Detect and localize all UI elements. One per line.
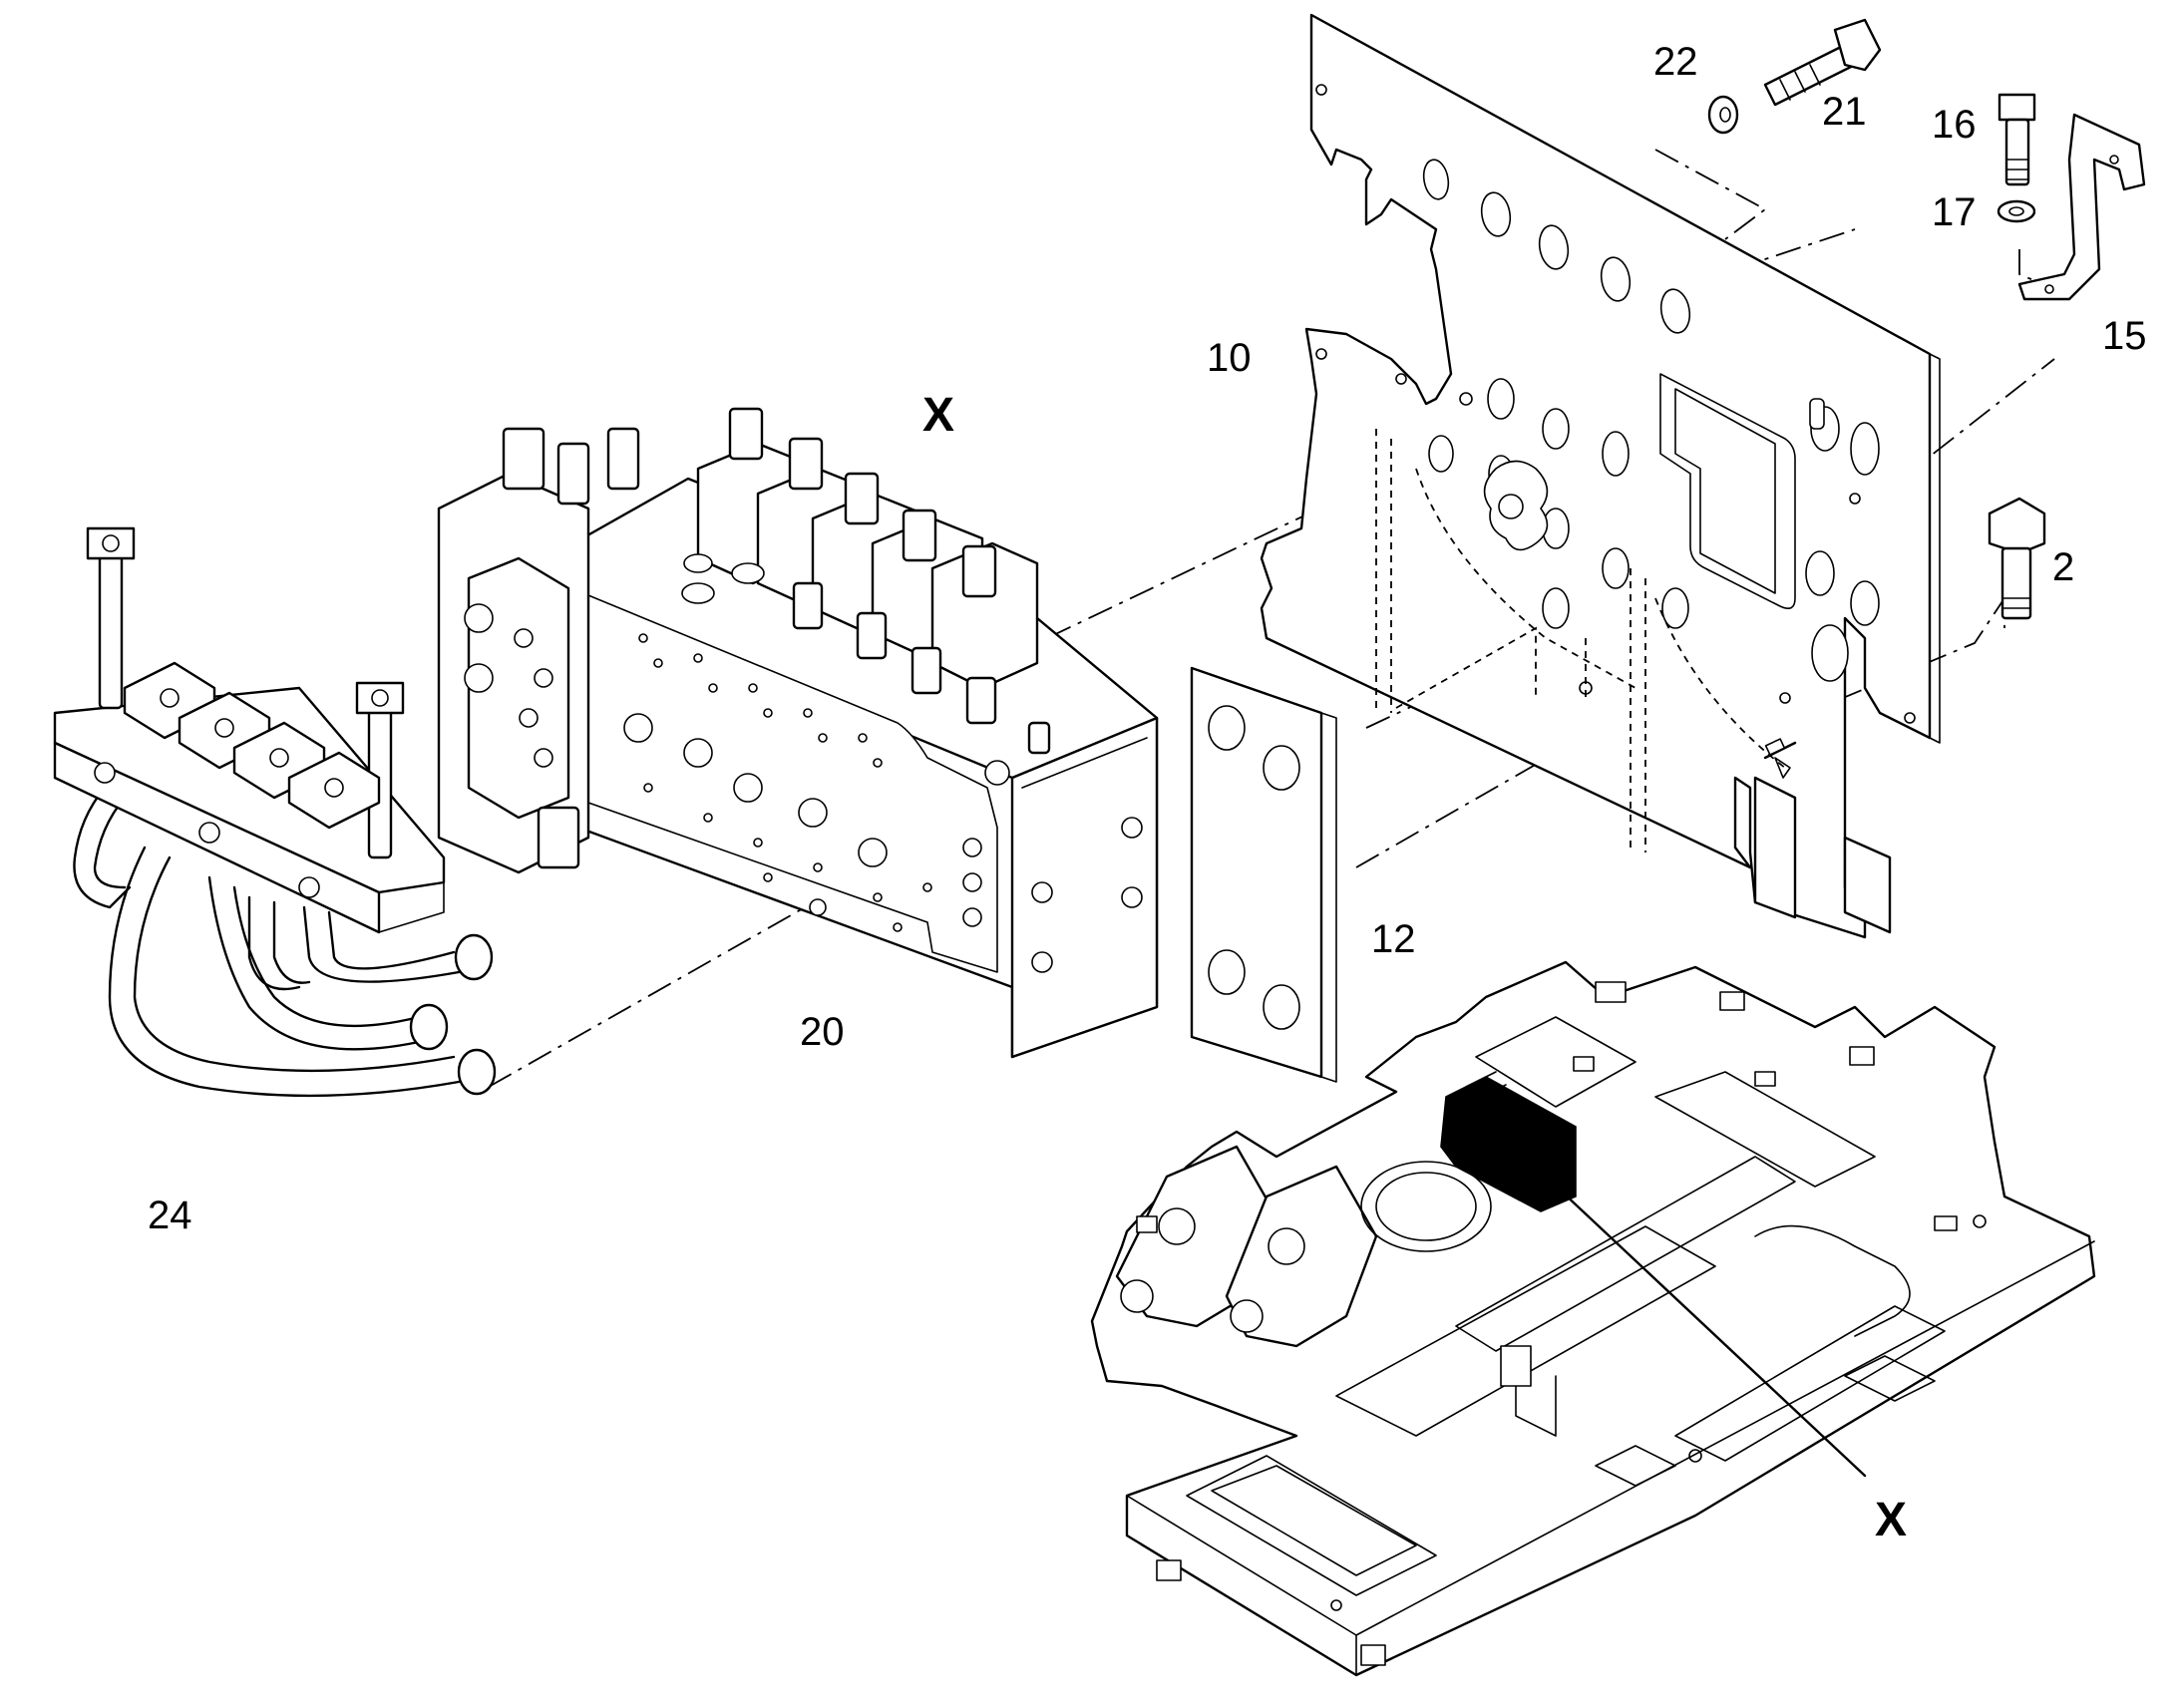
callout-22: 22: [1653, 40, 1698, 84]
washer-part-17: [1997, 199, 2036, 223]
flange-blocks: [123, 661, 381, 830]
callout-2: 2: [2052, 545, 2074, 589]
valve-end-section: [437, 427, 640, 874]
spacer-plate-part-12: [1190, 666, 1337, 1083]
face-bolts: [623, 713, 1143, 973]
callout-24: 24: [148, 1194, 192, 1237]
callout-20: 20: [800, 1010, 845, 1054]
callout-10: 10: [1207, 336, 1252, 380]
bolt-part-21: [1763, 18, 1882, 107]
manifold-pipes-part-24: [53, 526, 497, 1098]
bracket-part-15: [2017, 113, 2146, 301]
callout-12: 12: [1371, 917, 1416, 961]
callout-15: 15: [2102, 314, 2147, 358]
valve-fittings: [681, 553, 1051, 755]
valve-location-highlight: [1440, 1076, 1577, 1212]
detail-marker-x: X: [922, 389, 954, 442]
control-valve-part-20: [437, 407, 1159, 1059]
mounting-plate-part-10: [1260, 13, 1941, 939]
chassis-overview: [1090, 960, 2096, 1677]
bolt-part-2: [1988, 497, 2046, 620]
callout-16: 16: [1932, 103, 1977, 147]
callout-17: 17: [1932, 190, 1977, 234]
bolt-part-16: [1998, 93, 2036, 186]
callout-21: 21: [1822, 90, 1867, 134]
callout-labels: 2 10 12 15 16 17 20 21 22 24 X X: [148, 40, 2147, 1546]
washer-part-22: [1707, 95, 1739, 135]
spool-caps: [696, 407, 1039, 690]
chassis-marker-x: X: [1875, 1494, 1907, 1546]
face-ports: [638, 633, 932, 932]
